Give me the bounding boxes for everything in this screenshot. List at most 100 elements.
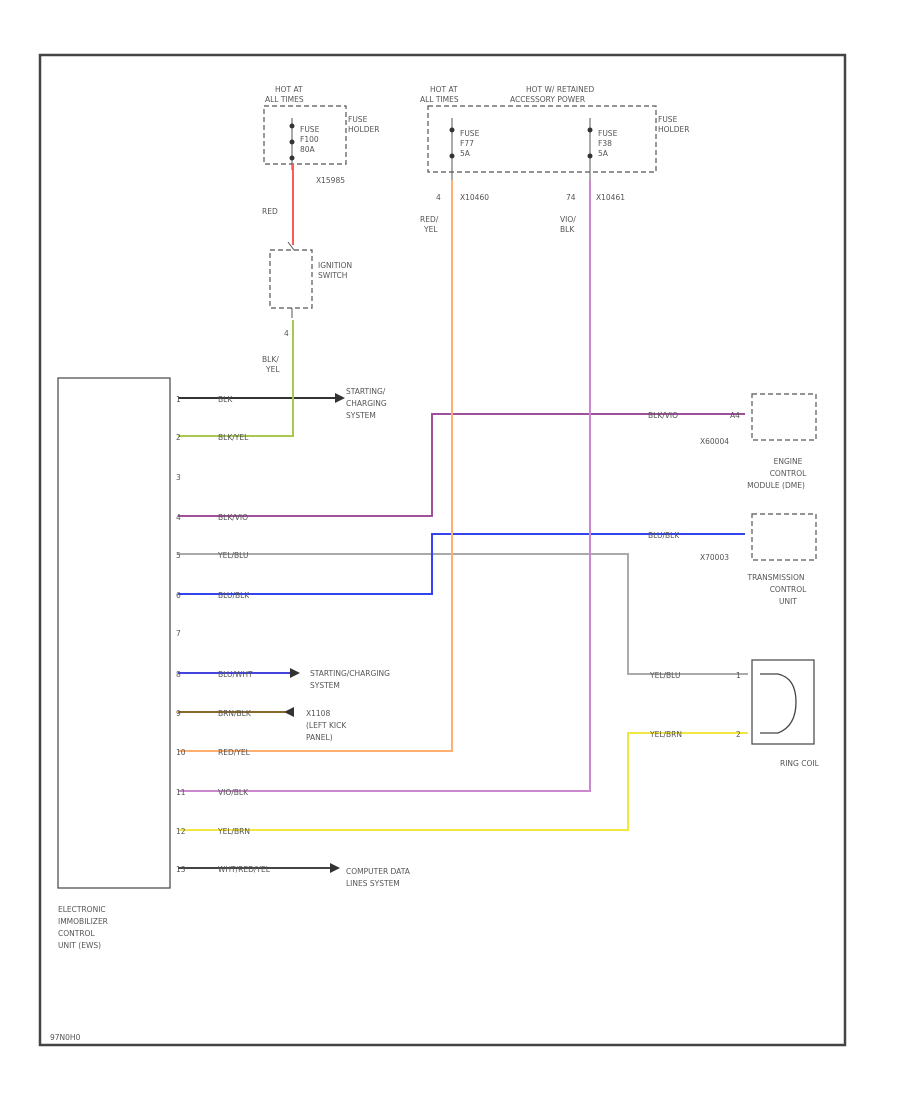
ring-coil-pin-1: 1	[736, 671, 741, 680]
ecm-line-3: MODULE (DME)	[747, 481, 805, 490]
arrow-starting-top	[335, 393, 345, 403]
ecm-line-1: ENGINE	[774, 457, 803, 466]
diagram-frame	[38, 53, 847, 1047]
ews-label-3: CONTROL	[58, 929, 95, 938]
fuse-left-connector: X15985	[316, 176, 345, 185]
fuse-right-holder-1: FUSE	[658, 115, 678, 124]
tcu-line-3: UNIT	[779, 597, 797, 606]
fuse-left-header-1: HOT AT	[275, 85, 303, 94]
ews-pin-6: 6	[176, 591, 181, 600]
fuse-mid-connector: X10460	[460, 193, 489, 202]
fuse-right-line-1: FUSE	[598, 129, 618, 138]
ews-pin-5: 5	[176, 551, 181, 560]
wire-blu-blk	[178, 533, 745, 595]
ews-label-2: IMMOBILIZER	[58, 917, 108, 926]
fuse-left-holder-1: FUSE	[348, 115, 368, 124]
wire-blk-vio	[178, 413, 745, 517]
ews-wire-11: VIO/BLK	[218, 788, 249, 797]
ground-line-2: (LEFT KICK	[306, 721, 347, 730]
ecm-box	[751, 393, 817, 441]
fuse-left-header-2: ALL TIMES	[265, 95, 304, 104]
ignition-switch: IGNITION SWITCH 4	[269, 241, 352, 338]
ecm-wire-label: BLK/VIO	[648, 411, 678, 420]
ignition-line-2: SWITCH	[318, 271, 347, 280]
ews-pin-9: 9	[176, 709, 181, 718]
ews-wire-6: BLU/BLK	[218, 591, 250, 600]
wire-red-yel	[178, 180, 453, 752]
ring-coil-wire-bottom: YEL/BRN	[649, 730, 682, 739]
fuse-left-line-2: F100	[300, 135, 319, 144]
ews-box	[57, 377, 171, 889]
computer-line-2: LINES SYSTEM	[346, 879, 400, 888]
fuse-left-line-3: 80A	[300, 145, 316, 154]
tcu-line-2: CONTROL	[770, 585, 807, 594]
fuse-holder-right: HOT W/ RETAINED ACCESSORY POWER FUSE F38…	[510, 85, 689, 202]
ring-coil-pin-2: 2	[736, 730, 741, 739]
starting-top-line-2: CHARGING	[346, 399, 387, 408]
ignition-line-1: IGNITION	[318, 261, 352, 270]
starting-mid-line-1: STARTING/CHARGING	[310, 669, 390, 678]
arrow-starting-mid	[290, 668, 300, 678]
ground-line-3: PANEL)	[306, 733, 333, 742]
ring-coil-wire-top: YEL/BLU	[649, 671, 680, 680]
wire-vioblk-label-1: VIO/	[560, 215, 576, 224]
ews-control-unit: 1 2 3 4 5 6 7 8 9 10 11 12 13 BLK BLK/YE…	[57, 377, 271, 950]
fuse-right-connector: X10461	[596, 193, 625, 202]
ignition-pin: 4	[284, 329, 289, 338]
wire-blk-yel	[178, 320, 294, 437]
ews-pin-11: 11	[176, 788, 186, 797]
starting-top-line-3: SYSTEM	[346, 411, 376, 420]
fuse-right-pin: 74	[566, 193, 576, 202]
ground-line-1: X1108	[306, 709, 330, 718]
fuse-holder-middle: HOT AT ALL TIMES FUSE F77 5A 4 X10460	[420, 85, 489, 202]
ews-label-4: UNIT (EWS)	[58, 941, 101, 950]
wire-yel-brn	[178, 732, 748, 831]
arrow-computer	[330, 863, 340, 873]
ring-coil-icon	[760, 673, 797, 734]
ews-wire-12: YEL/BRN	[217, 827, 250, 836]
fuse-holder-left: HOT AT ALL TIMES FUSE F100 80A FUSE HOLD…	[263, 85, 379, 185]
ring-coil: YEL/BLU YEL/BRN 1 2 RING COIL	[649, 659, 820, 768]
fuse-right-holder-2: HOLDER	[658, 125, 689, 134]
engine-control-module: BLK/VIO A4 X60004 ENGINE CONTROL MODULE …	[648, 393, 817, 490]
ews-wire-1: BLK	[218, 395, 233, 404]
fuse-mid-line-1: FUSE	[460, 129, 480, 138]
wire-red-label: RED	[262, 207, 278, 216]
fuse-right-header-2: ACCESSORY POWER	[510, 95, 585, 104]
fuse-mid-line-2: F77	[460, 139, 474, 148]
tcu-wire-label: BLU/BLK	[648, 531, 680, 540]
ecm-line-2: CONTROL	[770, 469, 807, 478]
fuse-mid-line-3: 5A	[460, 149, 471, 158]
wire-redyel-label-2: YEL	[423, 225, 438, 234]
ews-wire-4: BLK/VIO	[218, 513, 248, 522]
diagram-footer-id: 97N0H0	[50, 1033, 81, 1042]
ignition-switch-box	[269, 249, 313, 309]
wire-vio-blk	[178, 180, 591, 792]
ews-pin-8: 8	[176, 670, 181, 679]
fuse-mid-header-1: HOT AT	[430, 85, 458, 94]
fuse-right-line-2: F38	[598, 139, 612, 148]
transmission-control-unit: BLU/BLK X70003 TRANSMISSION CONTROL UNIT	[648, 513, 817, 606]
tcu-connector: X70003	[700, 553, 729, 562]
ews-pin-4: 4	[176, 513, 181, 522]
ring-coil-label: RING COIL	[780, 759, 820, 768]
arrow-ground	[284, 707, 294, 717]
ews-wire-2: BLK/YEL	[218, 433, 249, 442]
ews-wire-5: YEL/BLU	[217, 551, 248, 560]
wire-blkyel-label-2: YEL	[265, 365, 280, 374]
ring-coil-box	[751, 659, 815, 745]
wire-vioblk-label-2: BLK	[560, 225, 575, 234]
starting-top-line-1: STARTING/	[346, 387, 386, 396]
fuse-right-line-3: 5A	[598, 149, 609, 158]
fuse-left-line-1: FUSE	[300, 125, 320, 134]
ews-wire-10: RED/YEL	[218, 748, 251, 757]
ews-pin-1: 1	[176, 395, 181, 404]
ews-pin-2: 2	[176, 433, 181, 442]
wire-redyel-label-1: RED/	[420, 215, 439, 224]
ews-wire-9: BRN/BLK	[218, 709, 252, 718]
ews-label-1: ELECTRONIC	[58, 905, 106, 914]
fuse-mid-pin: 4	[436, 193, 441, 202]
ews-wire-8: BLU/WHT	[218, 670, 253, 679]
